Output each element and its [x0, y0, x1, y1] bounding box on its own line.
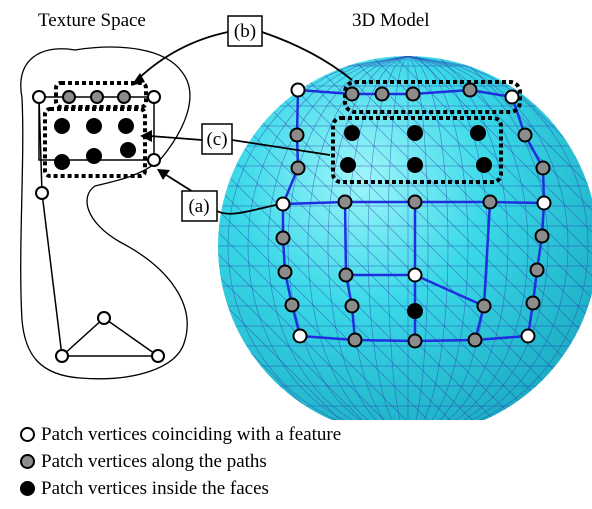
legend-label-feature: Patch vertices coinciding with a feature: [41, 423, 342, 445]
sphere-face-vertex-box: [331, 116, 503, 184]
texture-space-title: Texture Space: [38, 10, 146, 31]
arrow-c-texture: [149, 135, 203, 141]
black-dot-icon: [20, 481, 35, 496]
legend-item-face: Patch vertices inside the faces: [20, 475, 341, 502]
sphere: [218, 56, 592, 420]
arrow-c-sphere: [231, 139, 331, 156]
texture-vertices: [32, 90, 165, 363]
callout-c: (c): [201, 123, 233, 155]
callout-a: (a): [181, 190, 218, 222]
arrow-b-texture: [136, 31, 229, 81]
figure: Texture Space 3D Model: [20, 10, 592, 420]
texture-face-vertex-box: [43, 107, 147, 178]
callout-c-label: (c): [206, 129, 227, 150]
model-3d-title: 3D Model: [352, 10, 430, 31]
legend-item-feature: Patch vertices coinciding with a feature: [20, 421, 341, 448]
texture-triangle: [60, 317, 161, 357]
callout-a-label: (a): [188, 196, 209, 217]
sphere-vertices: [275, 82, 552, 349]
legend-item-path: Patch vertices along the paths: [20, 448, 341, 475]
callout-b: (b): [227, 15, 263, 47]
legend-label-path: Patch vertices along the paths: [41, 450, 267, 472]
arrow-b-sphere: [261, 31, 353, 81]
texture-chart-outline: [20, 46, 191, 380]
gray-dot-icon: [20, 454, 35, 469]
white-dot-icon: [20, 427, 35, 442]
sphere-path-vertex-box: [343, 80, 522, 114]
legend-label-face: Patch vertices inside the faces: [41, 477, 269, 499]
arrow-a-sphere: [216, 204, 277, 215]
legend: Patch vertices coinciding with a feature…: [20, 421, 341, 502]
callout-b-label: (b): [234, 21, 256, 42]
